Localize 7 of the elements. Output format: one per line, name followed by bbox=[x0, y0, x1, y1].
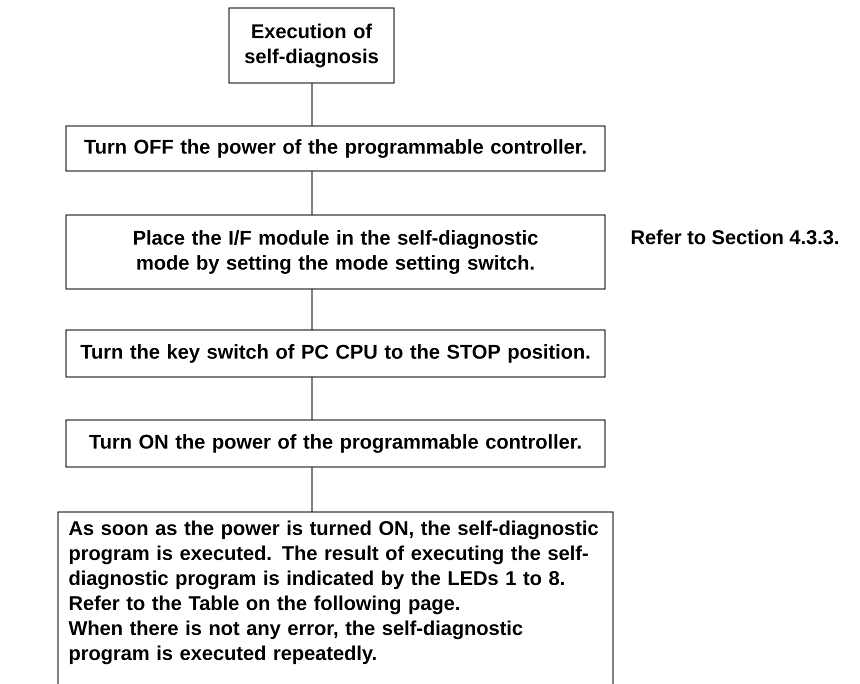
process-box: As soon as the power is turned ON, the self-diagnostic program is executed. The result of executing the self-diagnostic program is indicated by the LEDs 1 to 8. Refer to the Table on the following page. When there is not any error, the self-diagnostic program is executed repeatedly. bbox=[58, 511, 614, 684]
side-note: Refer to Section 4.3.3. bbox=[632, 230, 838, 244]
process-box: Turn the key switch of PC CPU to the STOP position. bbox=[66, 329, 606, 378]
process-box: Execution of self-diagnosis bbox=[228, 7, 394, 84]
process-box: Turn OFF the power of the programmable controller. bbox=[66, 125, 606, 172]
process-box: Place the I/F module in the self-diagnostic mode by setting the mode setting switch. bbox=[66, 214, 606, 290]
process-box: Turn ON the power of the programmable controller. bbox=[66, 419, 606, 468]
